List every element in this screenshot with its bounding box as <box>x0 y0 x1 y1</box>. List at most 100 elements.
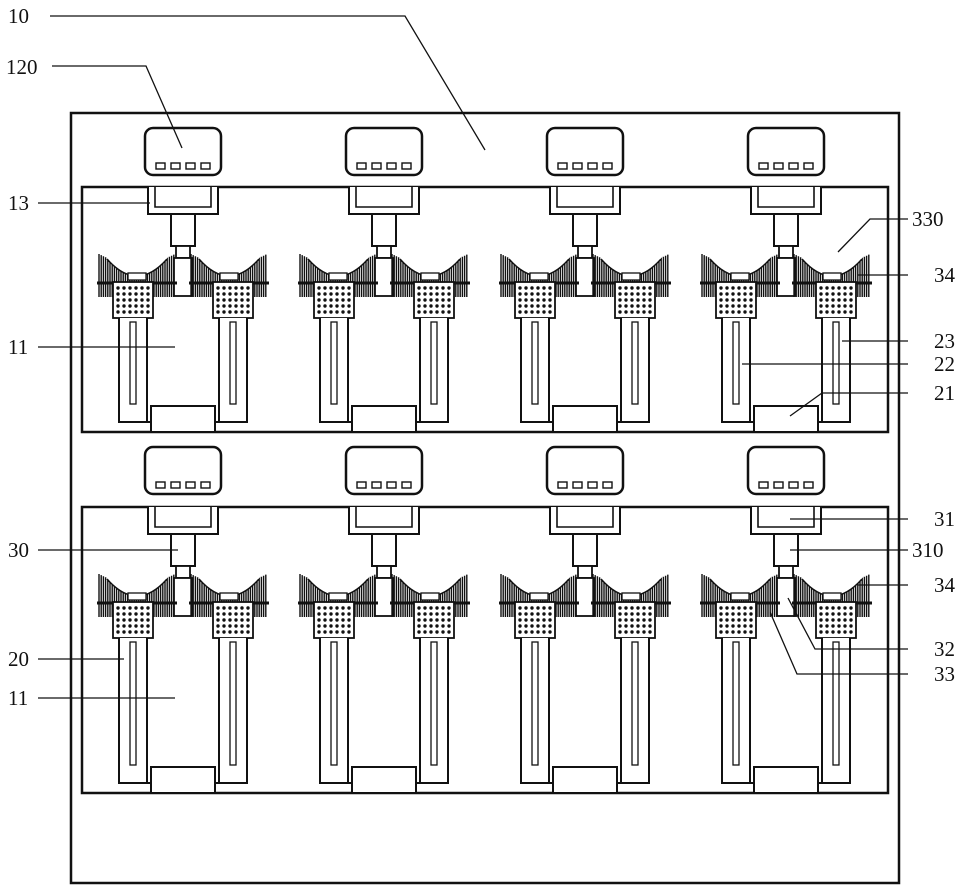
nozzle-hole <box>731 286 734 289</box>
nozzle-hole <box>536 618 539 621</box>
nozzle-hole <box>222 298 225 301</box>
indicator-light <box>387 163 396 169</box>
nozzle-hole <box>731 298 734 301</box>
nozzle-hole <box>518 618 521 621</box>
nozzle-hole <box>719 618 722 621</box>
spray-nozzle <box>113 602 153 638</box>
nozzle-hole <box>843 292 846 295</box>
nozzle-hole <box>737 630 740 633</box>
display-panel <box>748 128 824 175</box>
nozzle-hole <box>524 304 527 307</box>
nozzle-hole <box>630 624 633 627</box>
nozzle-hole <box>518 310 521 313</box>
nozzle-hole <box>222 310 225 313</box>
motor-shaft <box>372 214 396 246</box>
shaft-coupling <box>377 566 391 578</box>
nozzle-hole <box>719 310 722 313</box>
nozzle-hole <box>447 286 450 289</box>
nozzle-hole <box>542 630 545 633</box>
nozzle-hole <box>530 304 533 307</box>
nozzle-hole <box>347 606 350 609</box>
nozzle-hole <box>743 618 746 621</box>
spray-nozzle <box>414 602 454 638</box>
nozzle-hole <box>825 298 828 301</box>
nozzle-hole <box>524 292 527 295</box>
nozzle-hole <box>122 310 125 313</box>
nozzle-hole <box>447 612 450 615</box>
nozzle-hole <box>648 304 651 307</box>
nozzle-hole <box>624 630 627 633</box>
nozzle-hole <box>246 286 249 289</box>
display-panel <box>547 128 623 175</box>
label-120: 120 <box>6 55 38 79</box>
indicator-light <box>402 482 411 488</box>
indicator-light <box>573 482 582 488</box>
nozzle-hole <box>228 624 231 627</box>
indicator-light <box>201 163 210 169</box>
nozzle-hole <box>530 618 533 621</box>
nozzle-hole <box>737 304 740 307</box>
nozzle-hole <box>116 618 119 621</box>
nozzle-hole <box>642 286 645 289</box>
motor-shaft <box>372 534 396 566</box>
nozzle-hole <box>323 292 326 295</box>
nozzle-hole <box>749 612 752 615</box>
nozzle-hole <box>618 630 621 633</box>
top-bracket <box>751 507 821 534</box>
nozzle-hole <box>323 618 326 621</box>
indicator-light <box>588 482 597 488</box>
nozzle-hole <box>831 606 834 609</box>
nozzle-hole <box>819 304 822 307</box>
label-33: 33 <box>934 662 955 686</box>
nozzle-hole <box>837 292 840 295</box>
nozzle-hole <box>122 292 125 295</box>
nozzle-hole <box>216 304 219 307</box>
indicator-light <box>402 163 411 169</box>
nozzle-hole <box>335 298 338 301</box>
nozzle-hole <box>825 310 828 313</box>
nozzle-hole <box>548 612 551 615</box>
nozzle-hole <box>417 624 420 627</box>
nozzle-hole <box>429 310 432 313</box>
nozzle-hole <box>642 304 645 307</box>
nozzle-hole <box>636 304 639 307</box>
nozzle-hole <box>222 292 225 295</box>
nozzle-hole <box>240 612 243 615</box>
nozzle-hole <box>128 310 131 313</box>
arm-rod <box>733 642 739 765</box>
nozzle-hole <box>122 298 125 301</box>
nozzle-hole <box>222 286 225 289</box>
brush-mount <box>220 273 238 280</box>
nozzle-hole <box>518 304 521 307</box>
nozzle-hole <box>849 624 852 627</box>
nozzle-hole <box>624 310 627 313</box>
rotation-hub <box>777 258 795 296</box>
nozzle-hole <box>341 310 344 313</box>
nozzle-hole <box>536 304 539 307</box>
nozzle-hole <box>240 624 243 627</box>
nozzle-hole <box>548 606 551 609</box>
spray-nozzle <box>113 282 153 318</box>
nozzle-hole <box>228 618 231 621</box>
nozzle-hole <box>146 292 149 295</box>
nozzle-hole <box>725 618 728 621</box>
spray-nozzle <box>515 602 555 638</box>
nozzle-hole <box>536 286 539 289</box>
nozzle-hole <box>725 286 728 289</box>
indicator-light <box>372 163 381 169</box>
motor-shaft <box>774 214 798 246</box>
nozzle-hole <box>347 298 350 301</box>
label-31: 31 <box>934 507 955 531</box>
base-block <box>754 406 818 432</box>
nozzle-hole <box>246 612 249 615</box>
nozzle-hole <box>536 612 539 615</box>
label-34-upper: 34 <box>934 263 956 287</box>
nozzle-hole <box>819 606 822 609</box>
top-bracket <box>550 187 620 214</box>
nozzle-hole <box>719 630 722 633</box>
nozzle-hole <box>122 286 125 289</box>
spray-nozzle <box>615 282 655 318</box>
nozzle-hole <box>146 298 149 301</box>
arm-rod <box>130 642 136 765</box>
nozzle-hole <box>524 606 527 609</box>
